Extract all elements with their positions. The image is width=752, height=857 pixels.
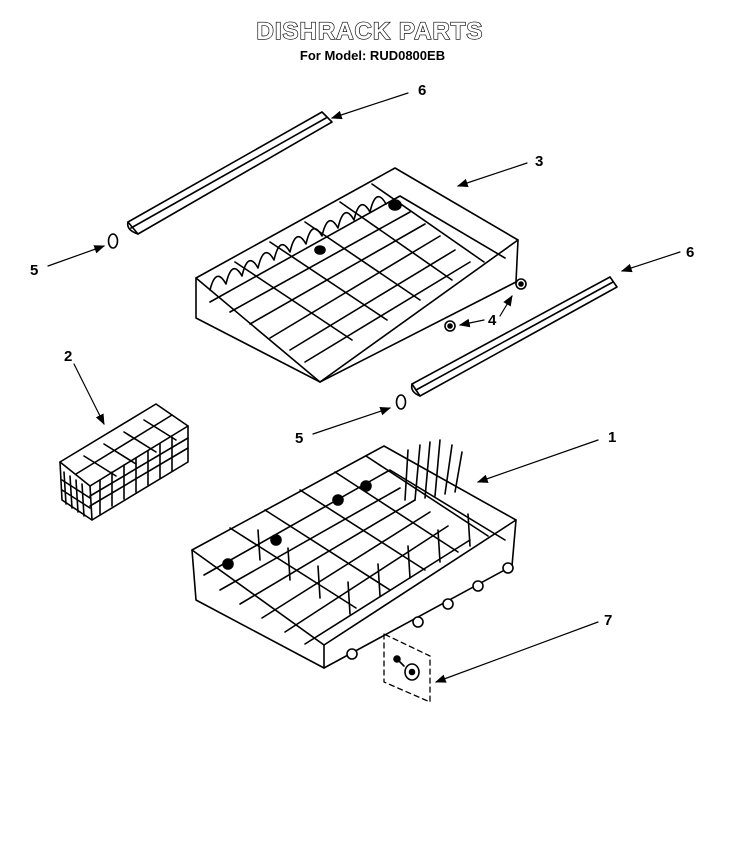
end-cap-icon-lower <box>395 394 407 410</box>
callout-5-left: 5 <box>30 262 38 279</box>
model-subtitle: For Model: RUD0800EB <box>299 48 446 63</box>
callout-4: 4 <box>488 312 497 329</box>
upper-dishrack-icon <box>195 167 519 383</box>
leader-line-6-right <box>620 251 681 273</box>
leader-lines <box>47 92 681 683</box>
leader-line-3 <box>456 162 528 188</box>
lower-track-icon <box>410 276 618 397</box>
rack-roller-icon <box>444 278 527 332</box>
callout-6-right: 6 <box>686 244 694 261</box>
leader-line-4-left <box>458 318 485 328</box>
silverware-basket-icon <box>59 403 189 521</box>
leader-line-5-left <box>47 245 106 267</box>
upper-track-icon <box>126 111 333 235</box>
lower-dishrack-icon <box>191 439 517 669</box>
callout-1: 1 <box>608 429 616 446</box>
page-title: DISHRACK PARTS <box>256 17 484 45</box>
lower-rack-wheel-icon <box>383 633 431 703</box>
leader-line-2 <box>73 363 105 425</box>
leader-line-7 <box>434 621 599 683</box>
end-cap-icon-upper <box>107 233 119 249</box>
leader-line-1 <box>476 439 599 483</box>
leader-line-6-top <box>330 92 409 120</box>
leader-line-5-lower <box>312 407 392 435</box>
leader-line-4-right <box>499 295 513 317</box>
callout-7: 7 <box>604 612 612 629</box>
callout-6-top: 6 <box>418 82 426 99</box>
callout-2: 2 <box>64 348 72 365</box>
callout-5-lower: 5 <box>295 430 303 447</box>
callout-3: 3 <box>535 153 543 170</box>
